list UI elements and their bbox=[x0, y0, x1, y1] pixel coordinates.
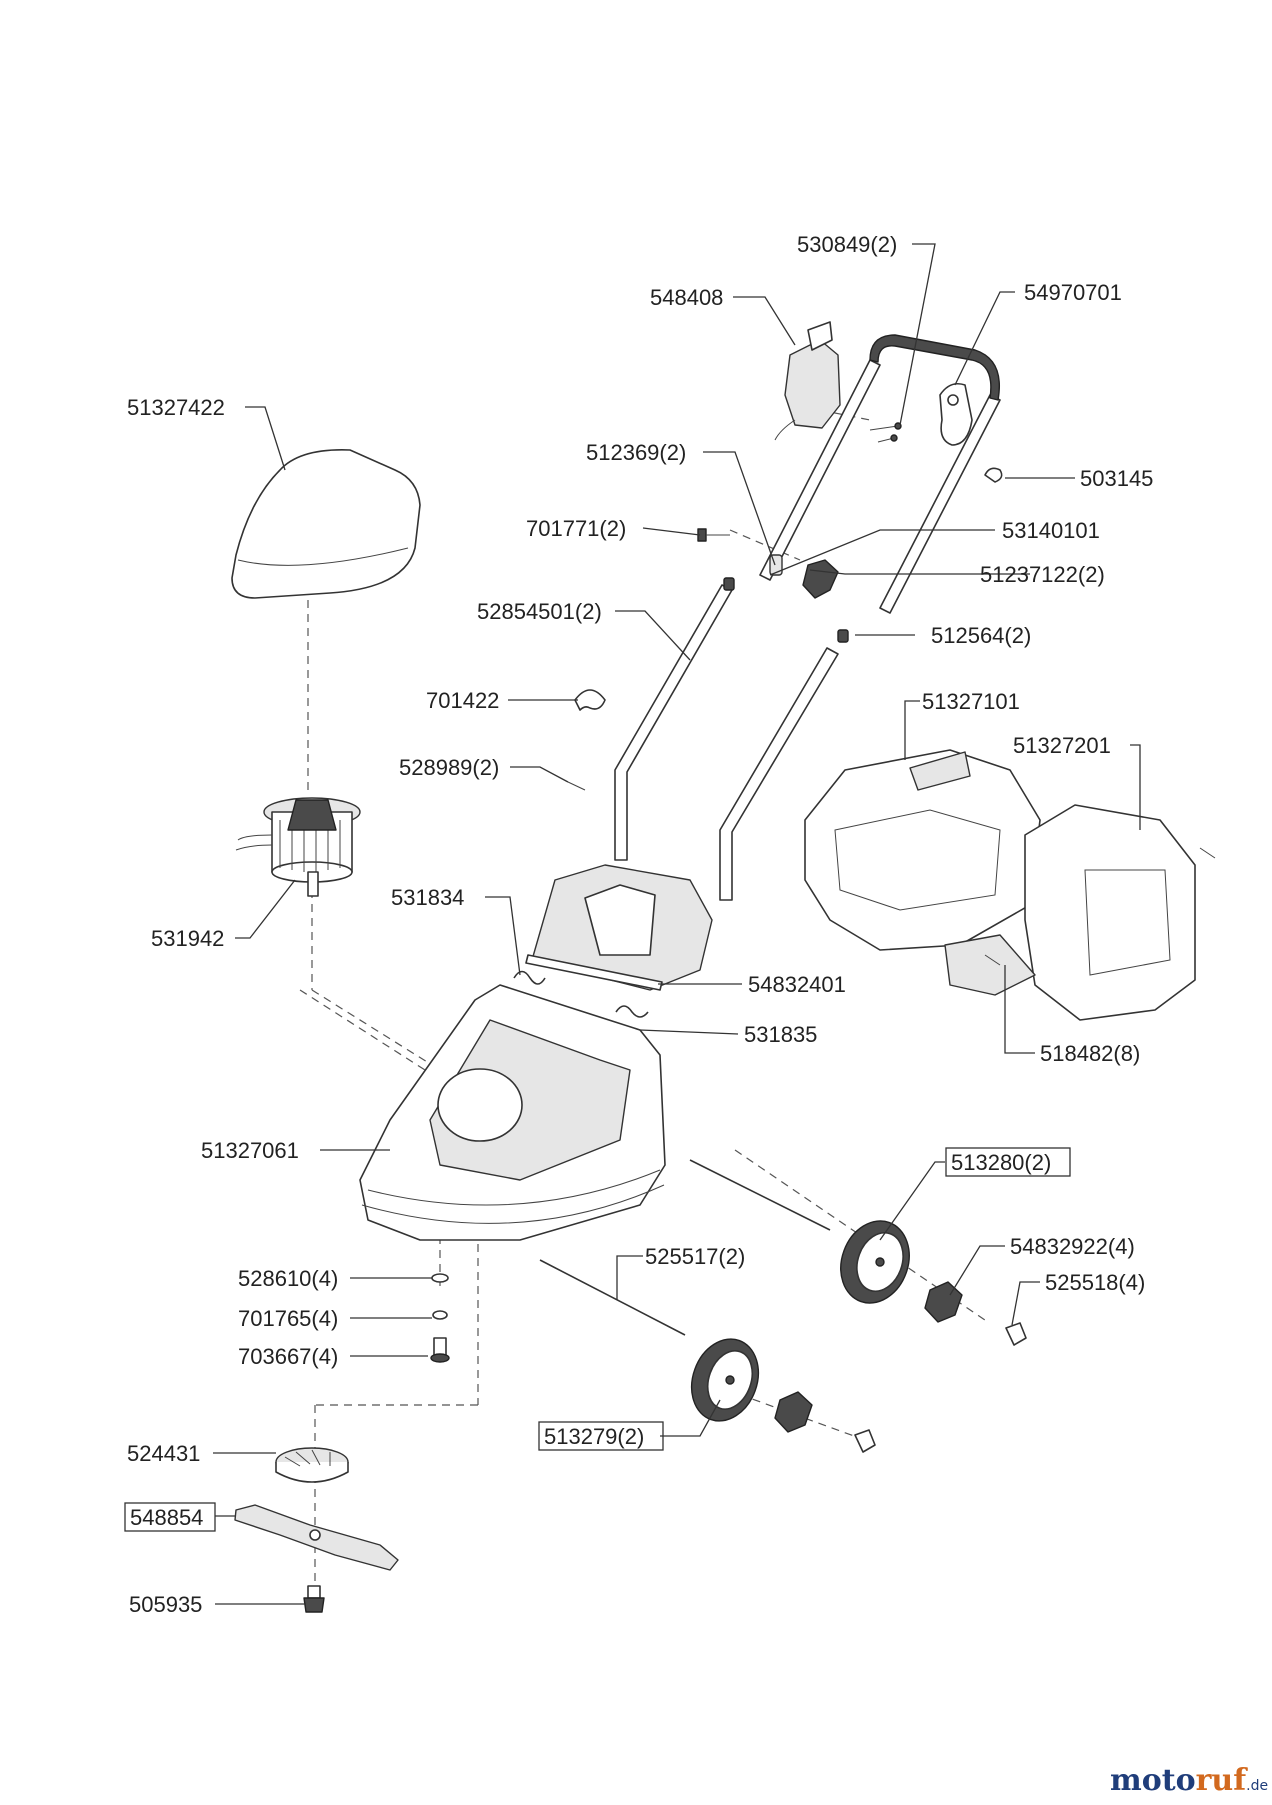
label-52854501: 52854501(2) bbox=[477, 599, 602, 624]
watermark-part2: ruf bbox=[1196, 1763, 1249, 1798]
axles bbox=[539, 1159, 831, 1336]
label-524431: 524431 bbox=[127, 1441, 200, 1466]
rear-wheel bbox=[840, 1220, 910, 1304]
part-labels: 530849(2) 548408 54970701 51327422 51236… bbox=[127, 232, 1153, 1617]
label-531942: 531942 bbox=[151, 926, 224, 951]
wheel-knob-front bbox=[774, 1391, 813, 1433]
small-clip bbox=[984, 467, 1003, 483]
label-54970701: 54970701 bbox=[1024, 280, 1122, 305]
label-51237122: 51237122(2) bbox=[980, 562, 1105, 587]
wheel-cap-front bbox=[854, 1429, 876, 1453]
grass-box-shell bbox=[944, 804, 1196, 1021]
screw-528989 bbox=[567, 781, 586, 791]
label-528610: 528610(4) bbox=[238, 1266, 338, 1291]
watermark-part1: moto bbox=[1110, 1763, 1196, 1798]
blade bbox=[234, 1504, 399, 1571]
label-548408: 548408 bbox=[650, 285, 723, 310]
grass-box-frame bbox=[804, 749, 1041, 951]
svg-text:motoruf.de: motoruf.de bbox=[1110, 1763, 1268, 1798]
label-531835: 531835 bbox=[744, 1022, 817, 1047]
label-503145: 503145 bbox=[1080, 466, 1153, 491]
rear-flap bbox=[525, 864, 713, 991]
label-525518: 525518(4) bbox=[1045, 1270, 1145, 1295]
label-530849: 530849(2) bbox=[797, 232, 897, 257]
label-528989: 528989(2) bbox=[399, 755, 499, 780]
label-51327422: 51327422 bbox=[127, 395, 225, 420]
handle-screws bbox=[869, 422, 902, 443]
label-51327061: 51327061 bbox=[201, 1138, 299, 1163]
grass-box-lid bbox=[231, 449, 421, 599]
cable-clip bbox=[939, 382, 973, 446]
spring-531834 bbox=[513, 970, 546, 985]
upper-handle bbox=[759, 334, 1001, 614]
lower-handle-bars bbox=[614, 577, 849, 901]
wheel-knob-rear bbox=[924, 1281, 963, 1323]
label-51327201: 51327201 bbox=[1013, 733, 1111, 758]
leader-lines bbox=[213, 243, 1141, 1605]
blade-bolt bbox=[303, 1585, 325, 1613]
box-screws bbox=[984, 847, 1216, 966]
label-54832401: 54832401 bbox=[748, 972, 846, 997]
watermark-part3: .de bbox=[1246, 1778, 1268, 1794]
label-boxes bbox=[124, 1147, 1071, 1532]
label-513280: 513280(2) bbox=[951, 1150, 1051, 1175]
fan bbox=[275, 1447, 349, 1483]
label-703667: 703667(4) bbox=[238, 1344, 338, 1369]
label-701765: 701765(4) bbox=[238, 1306, 338, 1331]
hose-clip bbox=[574, 689, 606, 711]
motor bbox=[235, 797, 361, 897]
handle-knob bbox=[802, 559, 839, 599]
label-505935: 505935 bbox=[129, 1592, 202, 1617]
label-51327101: 51327101 bbox=[922, 689, 1020, 714]
label-531834: 531834 bbox=[391, 885, 464, 910]
label-701422: 701422 bbox=[426, 688, 499, 713]
label-525517: 525517(2) bbox=[645, 1244, 745, 1269]
label-701771: 701771(2) bbox=[526, 516, 626, 541]
deck-housing bbox=[359, 984, 666, 1241]
switch-box bbox=[774, 321, 841, 441]
label-53140101: 53140101 bbox=[1002, 518, 1100, 543]
label-512369: 512369(2) bbox=[586, 440, 686, 465]
front-wheel bbox=[690, 1338, 760, 1422]
wheel-cap-rear bbox=[1005, 1322, 1027, 1346]
spring-531835 bbox=[615, 1005, 649, 1018]
washer-stack bbox=[430, 1273, 450, 1363]
bolt bbox=[697, 528, 730, 542]
label-518482: 518482(8) bbox=[1040, 1041, 1140, 1066]
label-54832922: 54832922(4) bbox=[1010, 1234, 1135, 1259]
label-513279: 513279(2) bbox=[544, 1424, 644, 1449]
label-512564: 512564(2) bbox=[931, 623, 1031, 648]
label-548854: 548854 bbox=[130, 1505, 203, 1530]
watermark-logo: motoruf.de bbox=[1110, 1763, 1268, 1798]
